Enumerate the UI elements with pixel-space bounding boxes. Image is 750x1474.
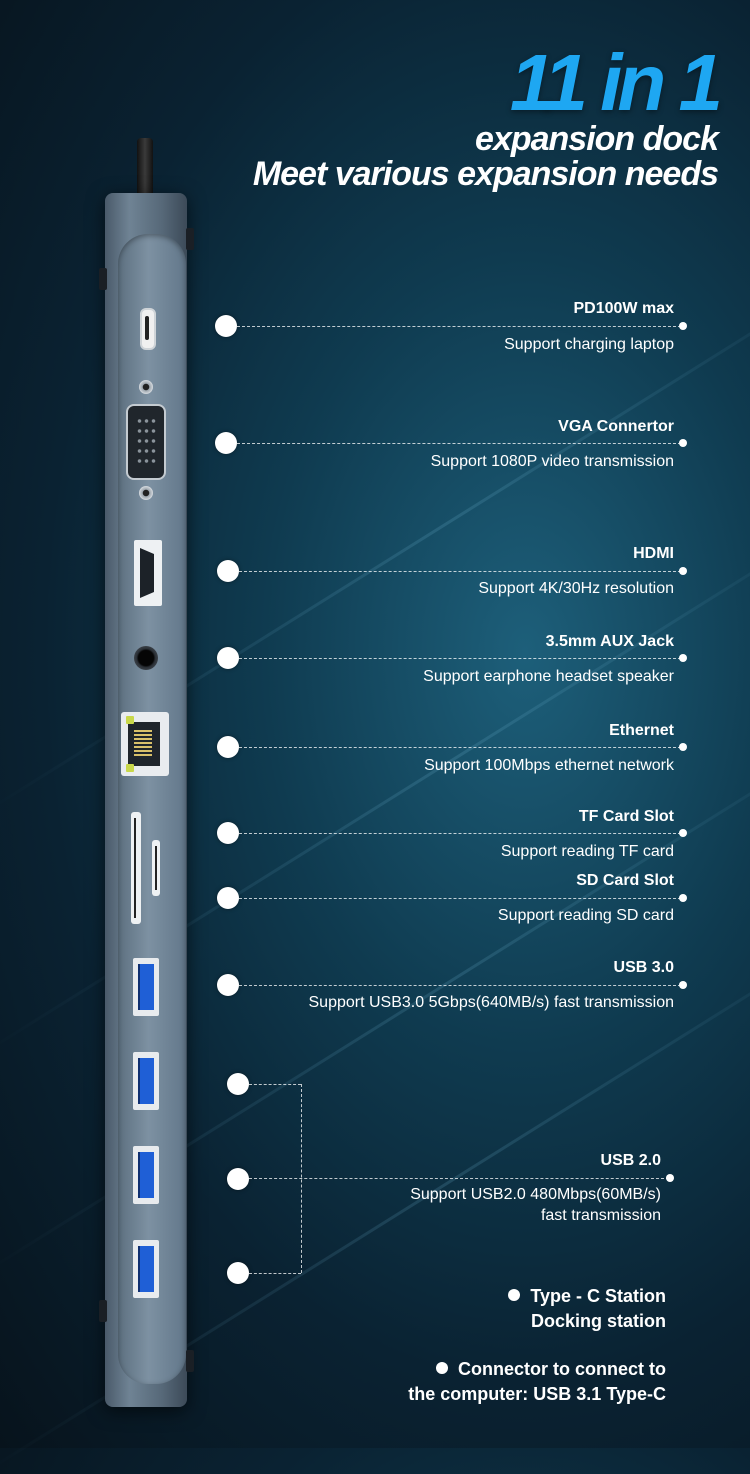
port-desc-vga: Support 1080P video transmission bbox=[430, 453, 674, 470]
vga-screw-bottom bbox=[139, 486, 153, 500]
callout-end-dot bbox=[679, 981, 687, 989]
callout-line bbox=[249, 1178, 669, 1179]
callout-marker bbox=[217, 974, 239, 996]
note-station-line1: Type - C Station bbox=[530, 1286, 666, 1306]
port-title-aux: 3.5mm AUX Jack bbox=[545, 633, 674, 650]
port-desc-sd: Support reading SD card bbox=[497, 907, 674, 924]
callout-marker bbox=[217, 647, 239, 669]
port-desc-hdmi: Support 4K/30Hz resolution bbox=[478, 580, 674, 597]
port-title-vga: VGA Connertor bbox=[558, 418, 674, 435]
usb2-port bbox=[133, 1146, 159, 1204]
tf-card-slot bbox=[152, 840, 160, 896]
callout-end-dot bbox=[679, 654, 687, 662]
callout-end-dot bbox=[679, 743, 687, 751]
callout-marker bbox=[217, 887, 239, 909]
port-title-usb3: USB 3.0 bbox=[613, 959, 674, 976]
callout-marker bbox=[227, 1168, 249, 1190]
port-desc-usb3: Support USB3.0 5Gbps(640MB/s) fast trans… bbox=[308, 994, 675, 1011]
port-title-hdmi: HDMI bbox=[633, 545, 674, 562]
port-desc-aux: Support earphone headset speaker bbox=[423, 668, 674, 685]
vga-screw-top bbox=[139, 380, 153, 394]
callout-marker bbox=[217, 822, 239, 844]
bullet-icon bbox=[436, 1362, 448, 1374]
callout-line bbox=[249, 1084, 301, 1085]
callout-line bbox=[237, 443, 681, 444]
dock-side-clip bbox=[186, 228, 194, 250]
note-station-line2: Docking station bbox=[530, 1311, 666, 1331]
note-station: Type - C Station Docking station bbox=[508, 1284, 666, 1334]
callout-end-dot bbox=[679, 322, 687, 330]
port-desc-usb2-line1: Support USB2.0 480Mbps(60MB/s) bbox=[410, 1186, 661, 1203]
port-desc-pd: Support charging laptop bbox=[504, 336, 674, 353]
callout-line bbox=[239, 747, 681, 748]
callout-line bbox=[239, 985, 681, 986]
callout-line bbox=[239, 658, 681, 659]
port-desc-ethernet: Support 100Mbps ethernet network bbox=[424, 757, 674, 774]
callout-marker bbox=[215, 315, 237, 337]
callout-line bbox=[239, 898, 681, 899]
callout-line bbox=[239, 833, 681, 834]
usb-c-cable bbox=[137, 138, 153, 196]
note-connector-line2: the computer: USB 3.1 Type-C bbox=[408, 1384, 666, 1404]
dock-side-clip bbox=[186, 1350, 194, 1372]
port-title-ethernet: Ethernet bbox=[609, 722, 674, 739]
type-c-pd-port bbox=[140, 308, 156, 350]
callout-line bbox=[249, 1273, 301, 1274]
callout-end-dot bbox=[679, 829, 687, 837]
port-desc-usb2-line2: fast transmission bbox=[540, 1207, 661, 1224]
bullet-icon bbox=[508, 1289, 521, 1301]
port-title-pd: PD100W max bbox=[573, 300, 675, 317]
callout-marker bbox=[217, 736, 239, 758]
callout-end-dot bbox=[666, 1174, 674, 1182]
callout-marker bbox=[227, 1073, 249, 1095]
usb2-port bbox=[133, 1052, 159, 1110]
aux-jack bbox=[134, 646, 158, 670]
vga-port bbox=[126, 404, 166, 480]
port-title-usb2: USB 2.0 bbox=[600, 1152, 661, 1169]
callout-marker bbox=[215, 432, 237, 454]
hdmi-port bbox=[134, 540, 162, 606]
hero-title: 11 in 1 bbox=[509, 38, 723, 127]
callout-marker bbox=[217, 560, 239, 582]
dock-side-clip bbox=[99, 1300, 107, 1322]
note-connector-line1: Connector to connect to bbox=[458, 1359, 666, 1379]
callout-end-dot bbox=[679, 439, 687, 447]
callout-marker bbox=[227, 1262, 249, 1284]
port-title-tf: TF Card Slot bbox=[578, 808, 674, 825]
port-desc-tf: Support reading TF card bbox=[500, 843, 674, 860]
note-connector: Connector to connect to the computer: US… bbox=[408, 1357, 666, 1407]
usb3-port bbox=[133, 958, 159, 1016]
callout-line bbox=[237, 326, 681, 327]
callout-end-dot bbox=[679, 894, 687, 902]
dock-side-clip bbox=[99, 268, 107, 290]
usb2-port bbox=[133, 1240, 159, 1298]
hero-subtitle-line1: expansion dock bbox=[475, 120, 719, 158]
port-title-sd: SD Card Slot bbox=[576, 872, 674, 889]
callout-line bbox=[239, 571, 681, 572]
hero-subtitle-line2: Meet various expansion needs bbox=[252, 155, 719, 193]
ethernet-led bbox=[126, 716, 134, 724]
callout-end-dot bbox=[679, 567, 687, 575]
sd-card-slot bbox=[131, 812, 141, 924]
ethernet-led bbox=[126, 764, 134, 772]
